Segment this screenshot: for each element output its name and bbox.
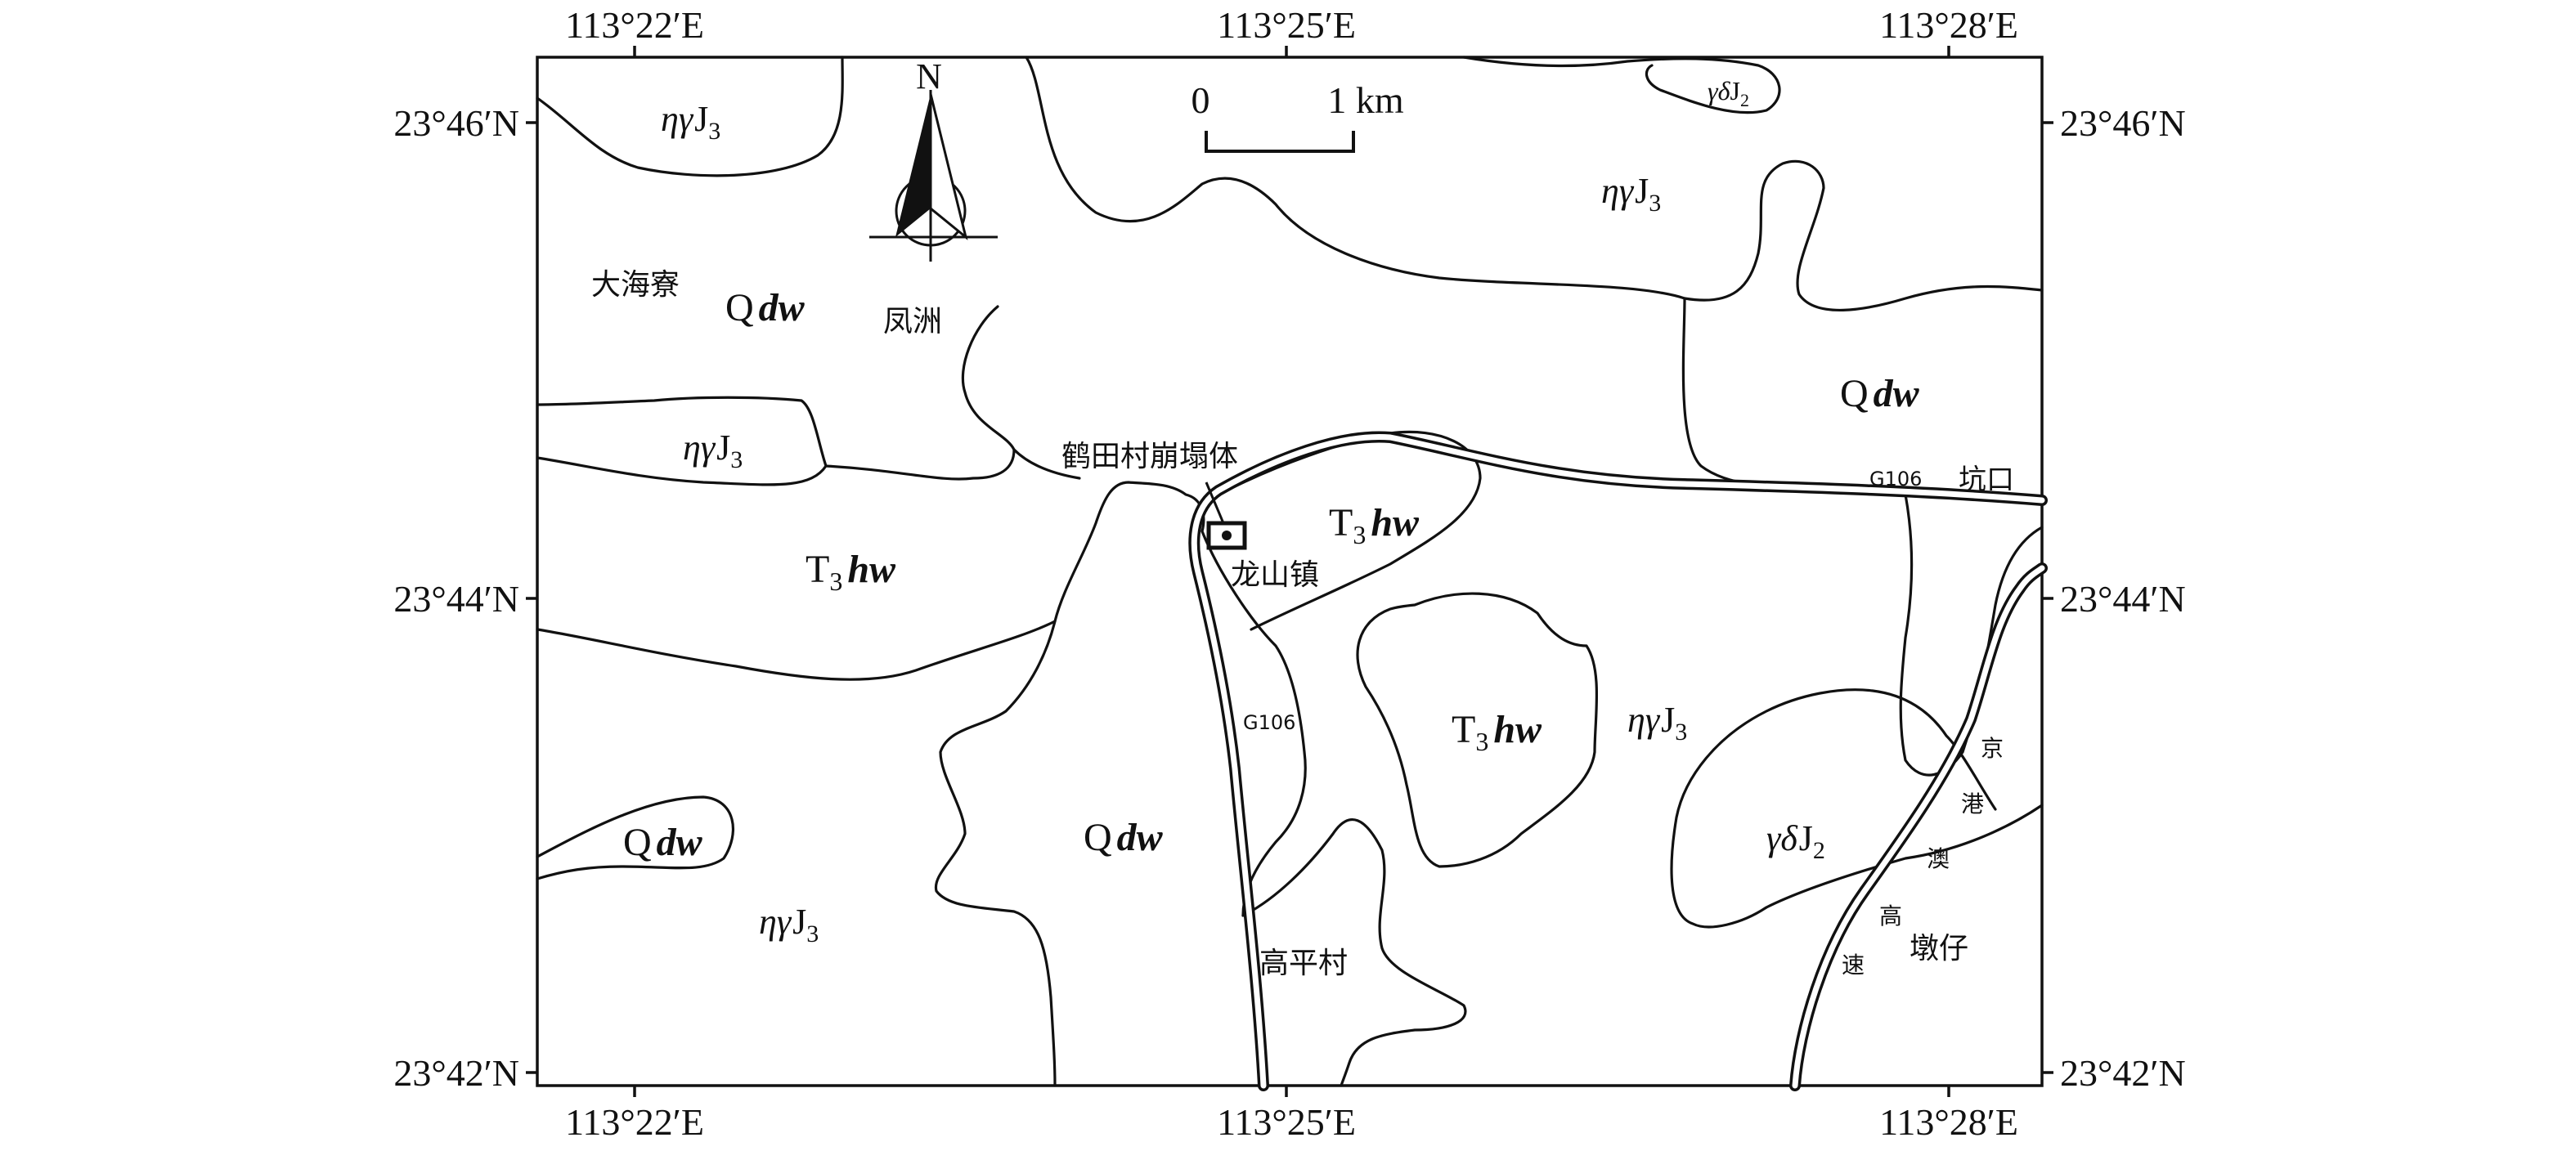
lon-label-top-mid: 113°25′E — [1217, 4, 1356, 46]
contact-fengzhou-lobe — [536, 305, 1016, 481]
lon-label-bottom-mid: 113°25′E — [1217, 1101, 1356, 1143]
north-arrow-icon — [869, 90, 998, 262]
landslide-marker-icon — [1205, 481, 1247, 550]
lat-label-right-top: 23°46′N — [2060, 102, 2186, 144]
expressway-char-2: 港 — [1961, 790, 1984, 817]
contact-small-qdw-west — [536, 795, 735, 880]
road-label-g106-east: G106 — [1869, 468, 1922, 490]
expressway-char-1: 京 — [1981, 735, 2004, 762]
scale-bar-start: 0 — [1192, 79, 1210, 121]
lat-label-left-mid: 23°44′N — [393, 578, 519, 620]
scale-bar-icon — [1205, 131, 1355, 153]
place-kengkou: 坑口 — [1959, 464, 2014, 496]
expressway-char-3: 澳 — [1927, 845, 1950, 872]
contact-nw-eta-body — [536, 56, 844, 177]
g106-road-inner — [1191, 433, 2045, 1089]
expressway-char-5: 速 — [1842, 952, 1865, 979]
contact-west-eta-lower — [536, 456, 828, 486]
contact-small-gamma-delta-north — [1462, 56, 1781, 114]
expressway-char-4: 高 — [1879, 902, 1902, 929]
unit-eta-gamma-j3-ne: ηγJ3 — [1601, 171, 1661, 217]
frame-ticks — [526, 46, 2053, 1097]
unit-eta-gamma-j3-central: ηγJ3 — [1627, 700, 1687, 746]
unit-gamma-delta-j2-north: γδJ2 — [1708, 76, 1749, 110]
place-fengzhou: 凤洲 — [883, 305, 942, 338]
g106-road-outer — [1188, 431, 2048, 1091]
roads — [1188, 431, 2048, 1091]
lon-label-top-right: 113°28′E — [1879, 4, 2018, 46]
lon-label-top-left: 113°22′E — [565, 4, 704, 46]
unit-eta-gamma-j3-west: ηγJ3 — [683, 428, 743, 473]
contact-gamma-delta-east — [1670, 688, 2044, 929]
contact-east-arm — [1899, 493, 2044, 777]
contact-qdw-west-lower — [934, 620, 1057, 1087]
place-landslide: 鹤田村崩塌体 — [1061, 440, 1238, 473]
scale-bar-end: 1 km — [1327, 79, 1404, 121]
contact-northern-qdw-boundary — [1025, 56, 2044, 312]
expressway-inner — [1792, 565, 2045, 1089]
road-label-g106-south: G106 — [1243, 711, 1295, 734]
north-arrow-label: N — [916, 56, 942, 96]
lat-label-right-mid: 23°44′N — [2060, 578, 2186, 620]
contact-north-t3hw-boundary — [1012, 448, 1081, 480]
place-dunzai: 墩仔 — [1910, 932, 1968, 965]
lon-label-bottom-left: 113°22′E — [565, 1101, 704, 1143]
lon-label-bottom-right: 113°28′E — [1879, 1101, 2018, 1143]
contact-gaoping-boundary — [1241, 818, 1467, 1087]
place-longshan: 龙山镇 — [1231, 558, 1319, 592]
lat-label-left-top: 23°46′N — [393, 102, 519, 144]
place-dahailiao: 大海寮 — [591, 268, 680, 302]
unit-gamma-delta-j2-east: γδJ2 — [1766, 818, 1825, 864]
geologic-contacts — [536, 56, 2044, 1087]
lat-label-left-bottom: 23°42′N — [393, 1052, 519, 1094]
contact-central-t3hw-body — [1356, 592, 1599, 868]
contact-western-qdw-main — [536, 481, 1307, 917]
unit-eta-gamma-j3-nw: ηγJ3 — [661, 99, 720, 145]
unit-eta-gamma-j3-sw: ηγJ3 — [759, 902, 819, 947]
place-gaoping: 高平村 — [1259, 947, 1348, 980]
lat-label-right-bottom: 23°42′N — [2060, 1052, 2186, 1094]
